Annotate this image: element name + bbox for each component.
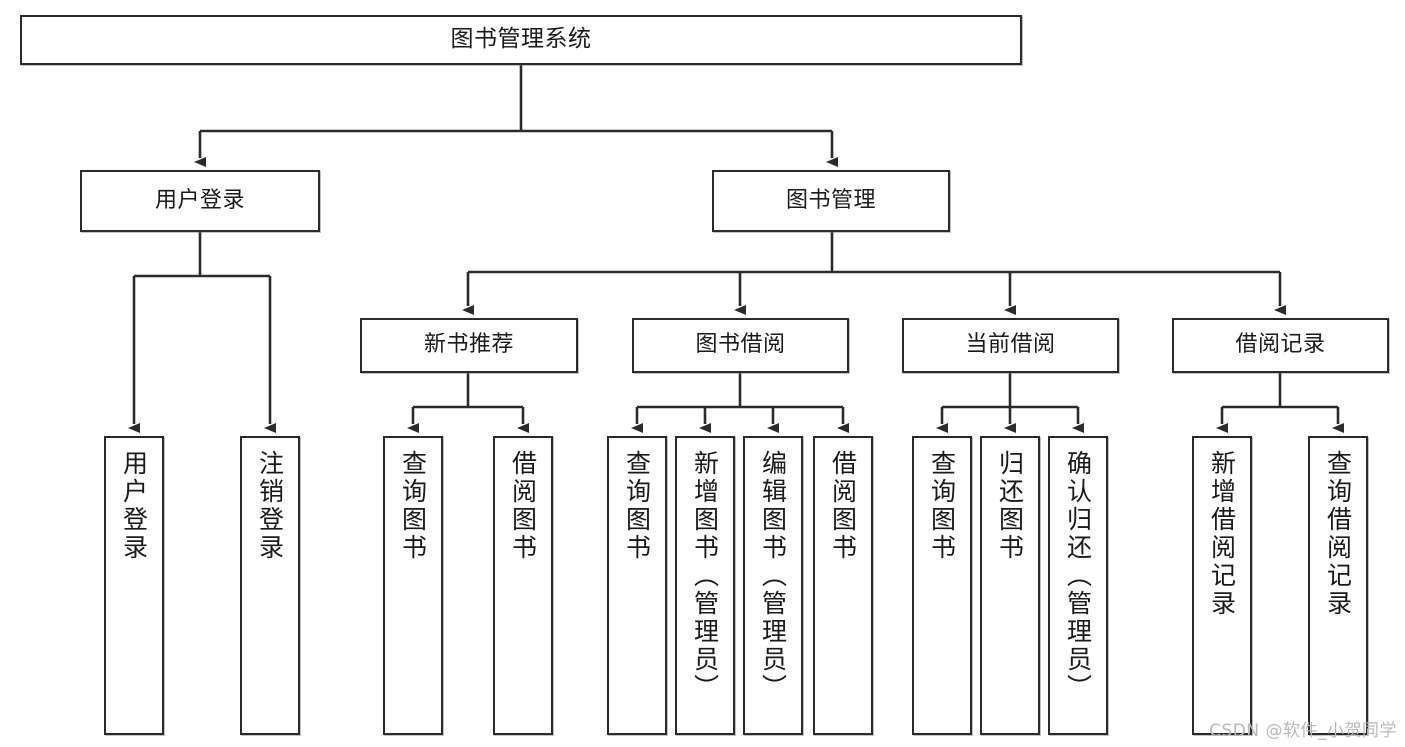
node-label: 查询借阅记录 bbox=[1323, 450, 1353, 618]
node-label: 查询图书 bbox=[622, 450, 652, 562]
node-label: 归还图书 bbox=[995, 450, 1025, 562]
leaf-query-book-recommend[interactable]: 查询图书 bbox=[383, 436, 443, 735]
leaf-add-book-admin[interactable]: 新增图书（管理员） bbox=[675, 436, 735, 735]
node-label: 图书管理 bbox=[785, 187, 876, 213]
leaf-logout[interactable]: 注销登录 bbox=[240, 436, 300, 735]
node-current-borrow[interactable]: 当前借阅 bbox=[902, 318, 1119, 373]
leaf-add-borrow-record[interactable]: 新增借阅记录 bbox=[1192, 436, 1252, 735]
node-user-login[interactable]: 用户登录 bbox=[80, 170, 320, 232]
node-borrow-record[interactable]: 借阅记录 bbox=[1172, 318, 1389, 373]
node-label: 编辑图书（管理员） bbox=[758, 450, 788, 702]
node-label: 图书借阅 bbox=[695, 332, 786, 358]
node-book-borrow[interactable]: 图书借阅 bbox=[632, 318, 849, 373]
node-label: 借阅图书 bbox=[508, 450, 538, 562]
leaf-query-book-current[interactable]: 查询图书 bbox=[912, 436, 972, 735]
leaf-query-borrow-record[interactable]: 查询借阅记录 bbox=[1308, 436, 1368, 735]
leaf-query-book-borrow[interactable]: 查询图书 bbox=[607, 436, 667, 735]
node-label: 借阅记录 bbox=[1235, 332, 1326, 358]
node-label: 新书推荐 bbox=[423, 332, 514, 358]
node-label: 当前借阅 bbox=[965, 332, 1056, 358]
leaf-confirm-return-admin[interactable]: 确认归还（管理员） bbox=[1048, 436, 1108, 735]
node-label: 查询图书 bbox=[398, 450, 428, 562]
node-label: 借阅图书 bbox=[828, 450, 858, 562]
leaf-edit-book-admin[interactable]: 编辑图书（管理员） bbox=[743, 436, 803, 735]
node-label: 用户登录 bbox=[154, 187, 245, 213]
node-label: 图书管理系统 bbox=[450, 26, 592, 53]
node-label: 用户登录 bbox=[119, 450, 149, 562]
node-label: 查询图书 bbox=[927, 450, 957, 562]
leaf-user-login[interactable]: 用户登录 bbox=[104, 436, 164, 735]
node-label: 注销登录 bbox=[255, 450, 285, 562]
node-label: 新增借阅记录 bbox=[1207, 450, 1237, 618]
csdn-watermark: CSDN @软件_小贺同学 bbox=[1209, 721, 1397, 741]
leaf-borrow-book-recommend[interactable]: 借阅图书 bbox=[493, 436, 553, 735]
node-book-management[interactable]: 图书管理 bbox=[712, 170, 950, 232]
node-root[interactable]: 图书管理系统 bbox=[20, 15, 1022, 65]
leaf-return-book[interactable]: 归还图书 bbox=[980, 436, 1040, 735]
node-label: 确认归还（管理员） bbox=[1063, 450, 1093, 702]
node-label: 新增图书（管理员） bbox=[690, 450, 720, 702]
leaf-borrow-book[interactable]: 借阅图书 bbox=[813, 436, 873, 735]
node-new-book-recommend[interactable]: 新书推荐 bbox=[360, 318, 578, 373]
